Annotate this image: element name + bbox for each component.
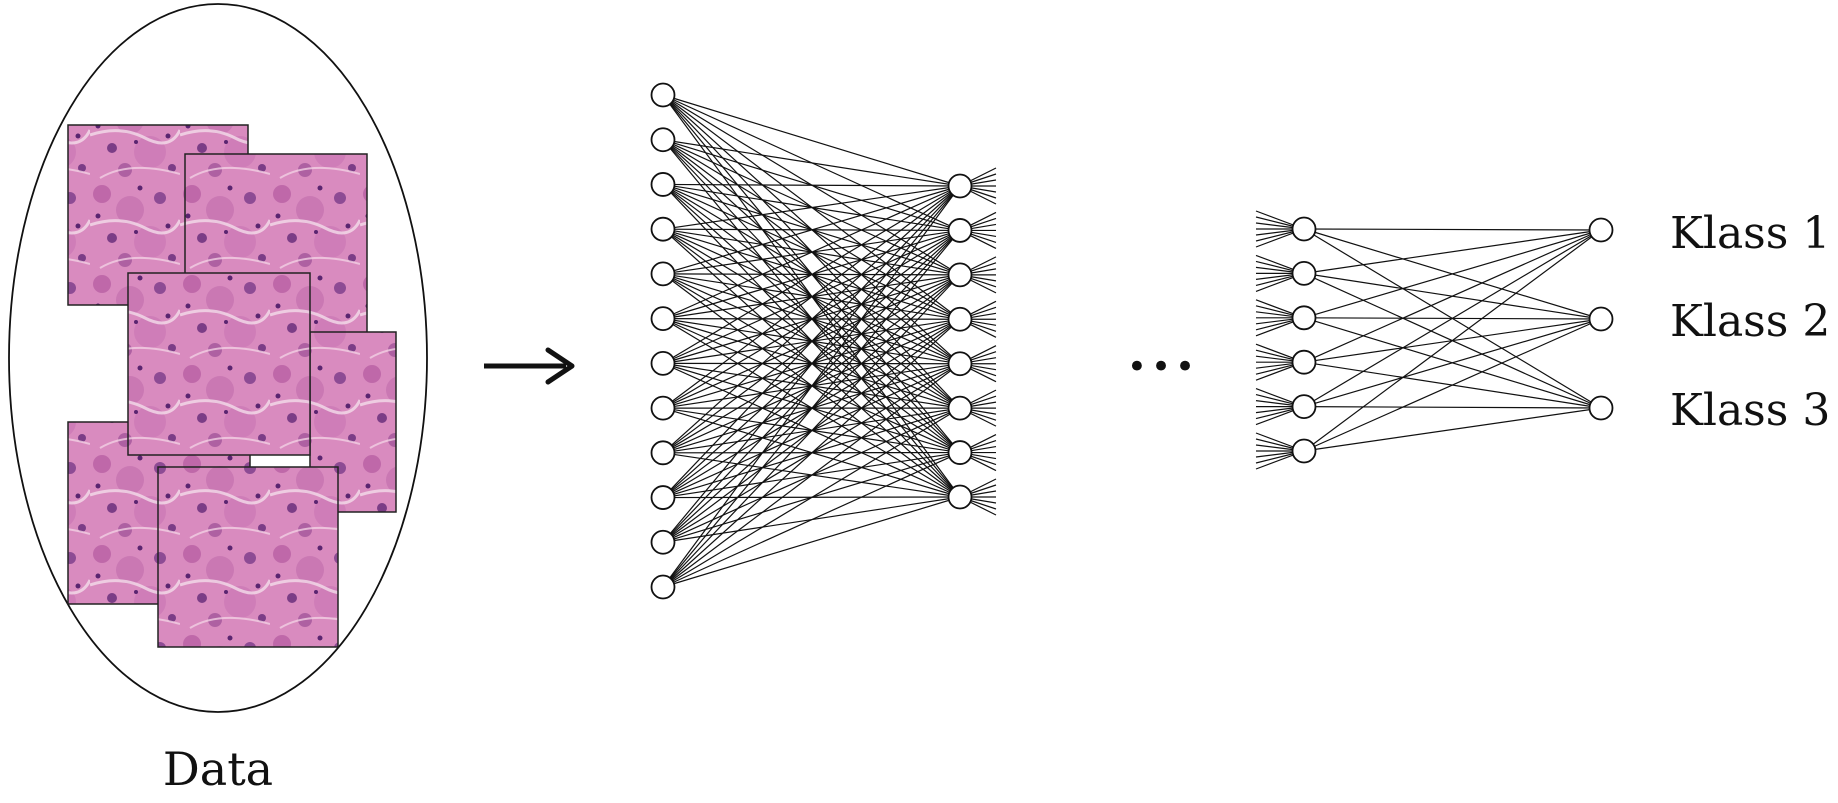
neuron-node-layer-3 (1291, 438, 1317, 464)
network-edge (1303, 318, 1602, 452)
neuron-node-layer-3 (1291, 216, 1317, 242)
neuron-node-layer-2 (947, 351, 973, 377)
neuron-node-layer-1 (650, 82, 676, 108)
neuron-node-layer-4 (1588, 395, 1614, 421)
network-edge (662, 139, 961, 187)
neuron-node-layer-1 (650, 395, 676, 421)
layer-ellipsis: ••• (1127, 347, 1199, 387)
neuron-node-layer-1 (650, 306, 676, 332)
neuron-node-layer-2 (947, 395, 973, 421)
neuron-node-layer-1 (650, 261, 676, 287)
class-label-3: Klass 3 (1670, 385, 1830, 436)
network-edge (1303, 229, 1602, 452)
neuron-node-layer-1 (650, 485, 676, 510)
neuron-node-layer-2 (947, 440, 973, 465)
network-edge (662, 407, 961, 588)
neuron-node-layer-2 (947, 262, 973, 288)
input-arrow (484, 347, 575, 385)
network-edge (662, 185, 961, 320)
neuron-node-layer-2 (947, 218, 973, 243)
network-edge (662, 230, 961, 588)
data-label: Data (163, 742, 273, 796)
network-edge (1303, 229, 1602, 274)
network-edge (662, 185, 961, 230)
network-edge (662, 185, 961, 454)
network-edge (662, 185, 961, 364)
class-labels: Klass 1 Klass 2 Klass 3 (1670, 208, 1830, 436)
network-edge (662, 185, 961, 588)
network-edge (1303, 228, 1602, 231)
network-edge (1303, 229, 1602, 319)
network-edge (662, 452, 961, 588)
network-nodes (650, 82, 1614, 600)
histology-tile (127, 272, 311, 456)
network-edge (662, 185, 961, 409)
neuron-node-layer-3 (1291, 349, 1317, 375)
neuron-node-layer-4 (1588, 306, 1614, 332)
network-edge (1303, 318, 1602, 408)
neuron-node-layer-1 (650, 529, 676, 555)
neuron-node-layer-2 (947, 173, 973, 199)
data-panel: Data (8, 3, 428, 796)
histology-tile (157, 466, 339, 648)
neuron-node-layer-1 (650, 172, 676, 197)
network-edge (662, 183, 961, 187)
network-edge (662, 496, 961, 588)
neuron-node-layer-2 (947, 306, 973, 332)
histology-tiles (67, 124, 397, 648)
neuron-node-layer-3 (1291, 305, 1317, 331)
data-ellipse (8, 3, 428, 713)
network-edge (662, 94, 961, 187)
neuron-node-layer-1 (650, 127, 676, 153)
neuron-node-layer-2 (947, 484, 973, 510)
neuron-node-layer-1 (650, 350, 676, 376)
network-edge (662, 185, 961, 498)
arrow-head-icon (545, 347, 575, 385)
neuron-node-layer-3 (1291, 260, 1317, 286)
neuron-node-layer-3 (1291, 394, 1317, 420)
network-edge (1303, 229, 1602, 408)
network-edges (662, 94, 1602, 588)
network-edge (662, 185, 961, 275)
network-edge (1303, 407, 1602, 452)
network-edge (662, 318, 961, 588)
network-edge (662, 363, 961, 588)
network-edge (1303, 406, 1602, 409)
network-edge (662, 185, 961, 543)
neuron-node-layer-1 (650, 216, 676, 242)
network-edge (662, 274, 961, 588)
neuron-node-layer-1 (650, 440, 676, 466)
network-stub-edges (959, 167, 1305, 516)
neuron-node-layer-4 (1588, 217, 1614, 243)
class-label-2: Klass 2 (1670, 296, 1830, 347)
neuron-node-layer-1 (650, 574, 676, 600)
class-label-1: Klass 1 (1670, 208, 1830, 259)
network-edge (1303, 229, 1602, 363)
